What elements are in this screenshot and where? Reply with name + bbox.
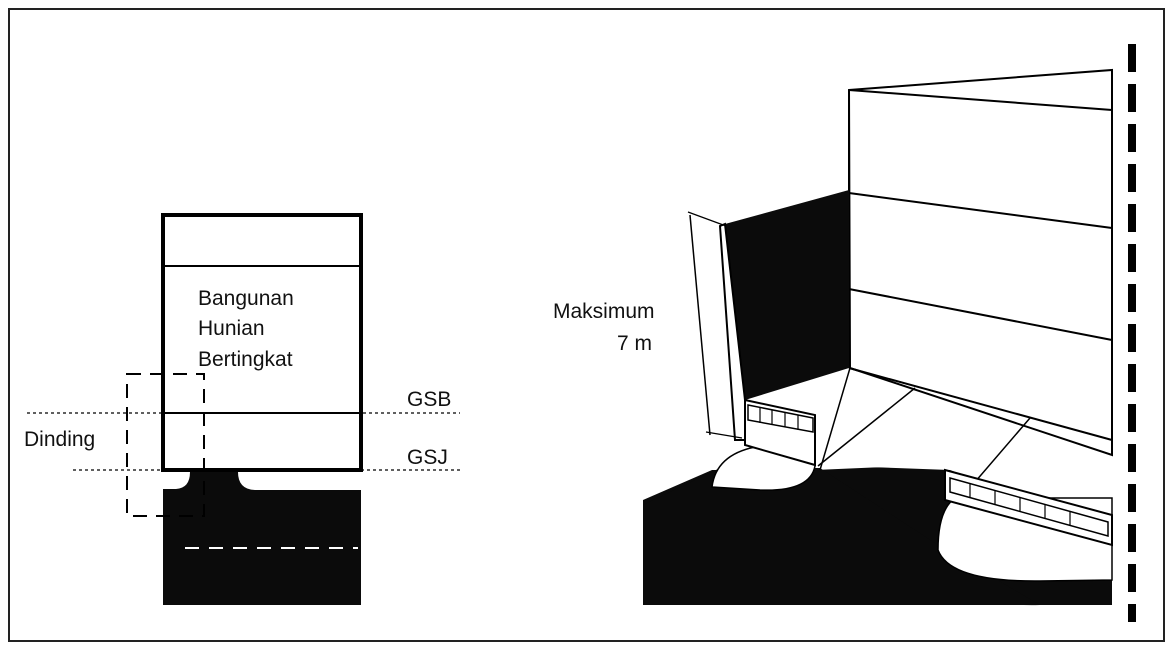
height-tick-bottom (705, 431, 743, 439)
height-label-line-1: Maksimum (553, 300, 655, 323)
building-label-line-3: Bertingkat (198, 348, 293, 371)
ground-area-front (643, 468, 1040, 605)
wall-label: Dinding (24, 428, 95, 451)
height-tick-top (687, 211, 727, 227)
gsj-label: GSJ (407, 446, 448, 469)
curb-left (163, 472, 190, 489)
facade-line-2 (848, 192, 1113, 229)
sidewalk-joint-3 (974, 417, 1031, 483)
road-area (163, 470, 361, 605)
outer-border (8, 8, 1165, 642)
facade-line-3 (848, 288, 1113, 341)
gsb-label: GSB (407, 388, 451, 411)
height-dimension-line (689, 214, 711, 436)
plan-diagram: Bangunan Hunian Bertingkat GSB GSJ Dindi… (24, 213, 460, 605)
facade-line-1 (848, 89, 1113, 111)
wall-edge (718, 222, 746, 441)
facade-line-4 (848, 367, 1113, 441)
wall-zone (126, 373, 205, 517)
fence-grill (747, 404, 814, 433)
building-label-line-1: Bangunan (198, 287, 294, 310)
sidewalk-joint-1 (819, 367, 851, 471)
boundary-wall (725, 190, 849, 400)
curb-right (238, 472, 361, 490)
building-label-line-2: Hunian (198, 317, 265, 340)
sidewalk-joint-2 (817, 387, 916, 467)
height-label-line-2: 7 m (617, 332, 652, 355)
perspective-diagram: Maksimum 7 m (553, 44, 1136, 622)
building-plot (161, 213, 363, 472)
fence-right-grill (949, 477, 1109, 537)
